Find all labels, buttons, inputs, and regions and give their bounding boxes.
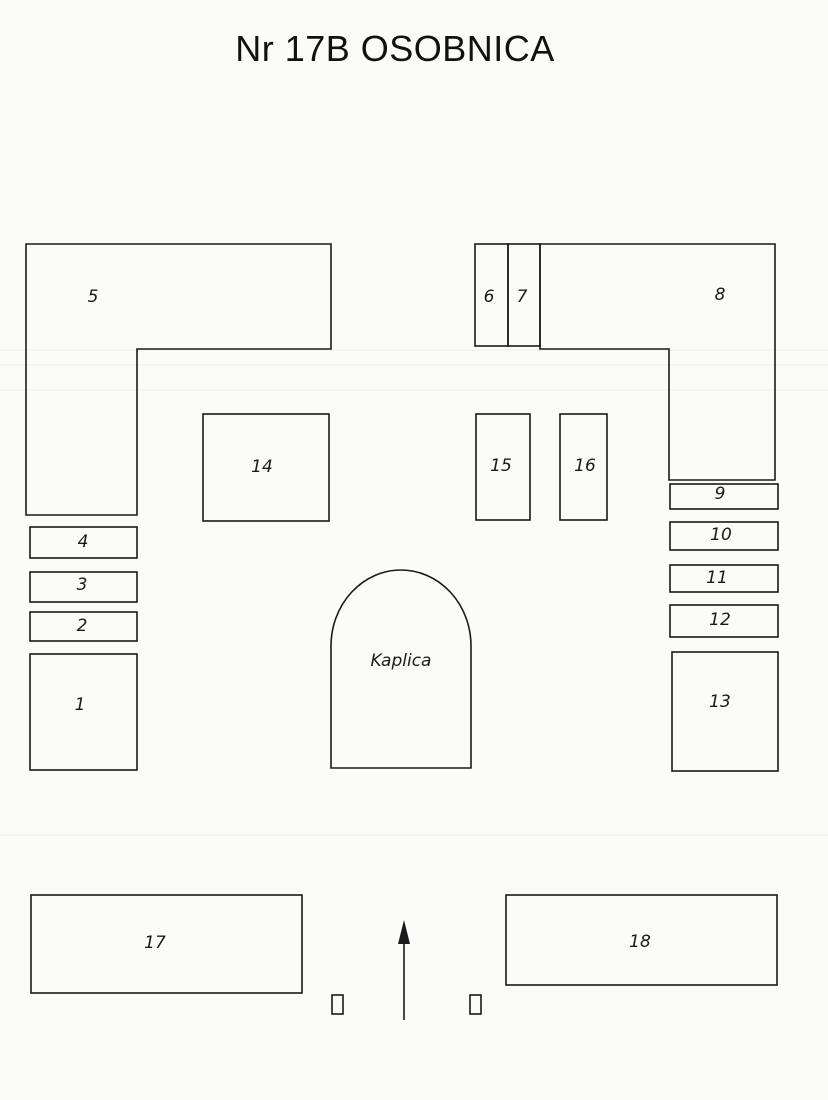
plot-8-outline — [539, 243, 776, 481]
plot-14[interactable]: 14 — [202, 413, 330, 522]
plot-13-label: 13 — [709, 692, 731, 712]
plot-1-label: 1 — [75, 695, 86, 715]
plot-3[interactable]: 3 — [29, 571, 138, 603]
plot-4[interactable]: 4 — [29, 526, 138, 559]
plot-14-label: 14 — [251, 457, 273, 477]
plot-2[interactable]: 2 — [29, 611, 138, 642]
plot-6[interactable]: 6 — [474, 243, 509, 347]
page-title: Nr 17B OSOBNICA — [235, 28, 555, 69]
plot-12[interactable]: 12 — [669, 604, 779, 638]
plot-2-outline — [29, 611, 138, 642]
plot-4-label: 4 — [78, 532, 89, 552]
chapel-label: Kaplica — [371, 651, 432, 671]
plot-2-label: 2 — [77, 616, 88, 636]
plot-16-label: 16 — [574, 456, 596, 476]
plot-10-outline — [669, 521, 779, 551]
plot-15[interactable]: 15 — [475, 413, 531, 521]
plot-8-label: 8 — [715, 285, 726, 305]
plot-9[interactable]: 9 — [669, 483, 779, 510]
plot-11-outline — [669, 564, 779, 593]
plot-5-label: 5 — [88, 287, 99, 307]
plot-4-outline — [29, 526, 138, 559]
plot-17[interactable]: 17 — [30, 894, 303, 994]
plot-10-label: 10 — [710, 525, 732, 545]
plot-15-label: 15 — [490, 456, 512, 476]
plot-10[interactable]: 10 — [669, 521, 779, 551]
plot-3-outline — [29, 571, 138, 603]
plot-9-label: 9 — [715, 484, 726, 504]
plot-18-label: 18 — [629, 932, 651, 952]
plot-6-label: 6 — [484, 287, 495, 307]
chapel-outline — [330, 569, 472, 769]
plot-11-label: 11 — [706, 568, 728, 588]
plot-16[interactable]: 16 — [559, 413, 608, 521]
plot-12-outline — [669, 604, 779, 638]
plot-8[interactable]: 8 — [539, 243, 776, 481]
plot-18[interactable]: 18 — [505, 894, 778, 986]
gate-post-left — [331, 994, 344, 1015]
entrance-arrow-icon — [398, 920, 410, 1020]
plot-12-label: 12 — [709, 610, 731, 630]
gate-post-right — [469, 994, 482, 1015]
plot-13[interactable]: 13 — [671, 651, 779, 772]
plot-15-outline — [475, 413, 531, 521]
chapel[interactable]: Kaplica — [330, 569, 472, 769]
plot-14-outline — [202, 413, 330, 522]
plot-3-label: 3 — [77, 575, 88, 595]
plot-17-outline — [30, 894, 303, 994]
plot-1[interactable]: 1 — [29, 653, 138, 771]
plot-18-outline — [505, 894, 778, 986]
plot-9-outline — [669, 483, 779, 510]
plot-5-outline — [25, 243, 332, 516]
plot-17-label: 17 — [144, 933, 166, 953]
background-bleed — [0, 349, 828, 836]
plot-16-outline — [559, 413, 608, 521]
plot-7[interactable]: 7 — [507, 243, 541, 347]
plot-11[interactable]: 11 — [669, 564, 779, 593]
plot-1-outline — [29, 653, 138, 771]
plot-5[interactable]: 5 — [25, 243, 332, 516]
plot-13-outline — [671, 651, 779, 772]
plot-7-label: 7 — [517, 287, 528, 307]
